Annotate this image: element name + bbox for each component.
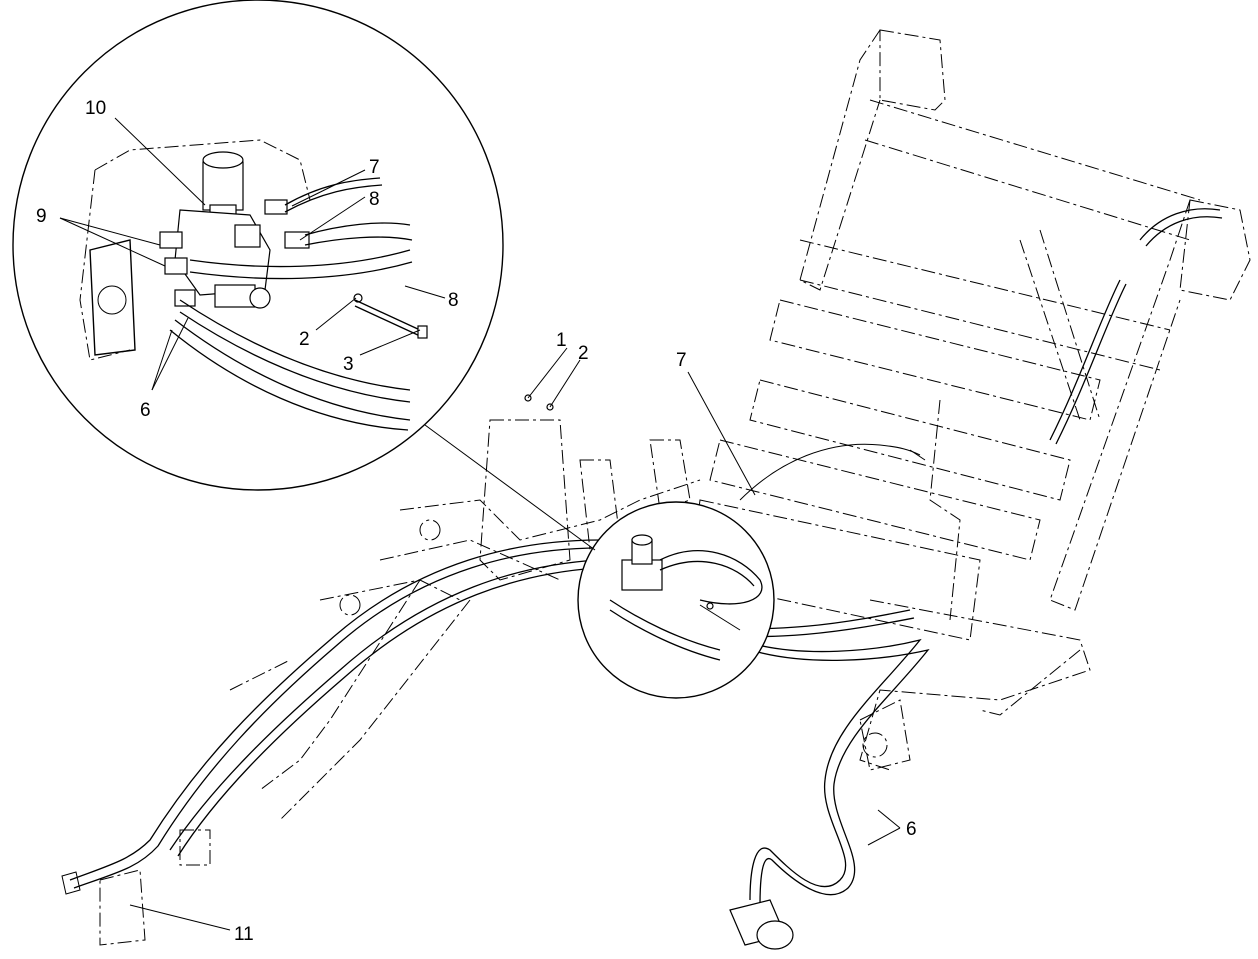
valve-detail-circle	[12, 0, 504, 491]
detail-leader	[424, 424, 596, 551]
valve-location-circle	[577, 501, 775, 699]
chassis	[99, 419, 701, 946]
callout-8-upper: 8	[369, 189, 380, 210]
callout-2-detail: 2	[299, 329, 310, 350]
cable-7-end	[909, 449, 926, 461]
callout-1: 1	[556, 330, 567, 351]
callout-7: 7	[676, 350, 687, 371]
cable-7	[739, 443, 921, 501]
callout-3: 3	[343, 354, 354, 375]
callout-2: 2	[578, 343, 589, 364]
callout-11: 11	[234, 924, 254, 945]
callout-9: 9	[36, 206, 47, 227]
callout-7-detail: 7	[369, 157, 380, 178]
hose-bundle-right	[679, 609, 930, 950]
leader-lines	[59, 117, 901, 931]
callout-6: 6	[906, 819, 917, 840]
callout-8-lower: 8	[448, 290, 459, 311]
callout-10: 10	[85, 98, 106, 119]
callouts: 1 2 7 6 11 10 7 8 9 8 2 3 6	[36, 98, 917, 945]
frame-hoses	[1049, 208, 1223, 445]
lift-frame	[689, 29, 1251, 771]
bolt-part-3	[354, 299, 421, 331]
callout-6-detail: 6	[140, 400, 151, 421]
hose-bundle-left	[61, 539, 601, 895]
